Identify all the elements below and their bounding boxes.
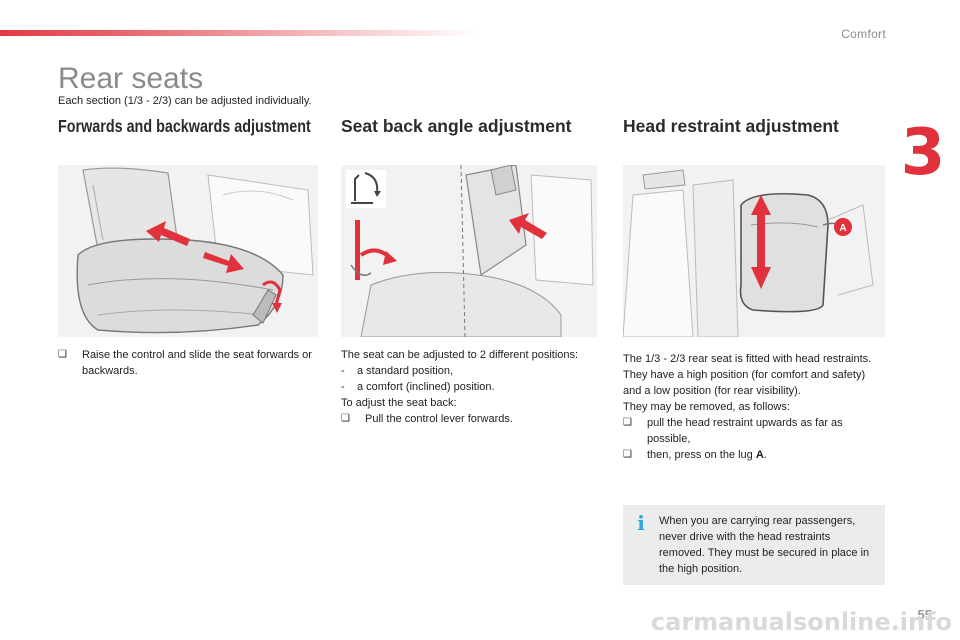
info-icon: i: [637, 511, 645, 535]
checkbox-bullet-icon: ❑: [623, 449, 632, 460]
info-box: i When you are carrying rear passengers,…: [623, 505, 885, 585]
page-intro: Each section (1/3 - 2/3) can be adjusted…: [58, 95, 312, 107]
info-text: When you are carrying rear passengers, n…: [659, 515, 870, 575]
slide-arrow-back-icon: [146, 221, 190, 246]
seat-back-tilt-arrow-icon: [509, 213, 547, 239]
head-restraint-line: They have a high position (for comfort a…: [623, 369, 866, 397]
slide-arrow-forward-icon: [203, 252, 244, 273]
illustration-seat-back: [341, 165, 597, 337]
instruction-bullet: ❑ then, press on the lug A.: [623, 449, 767, 461]
header-accent-bar: [0, 30, 480, 36]
column-seat-back-text: The seat can be adjusted to 2 different …: [341, 347, 597, 427]
instruction-bullet: ❑ Raise the control and slide the seat f…: [58, 349, 312, 377]
instruction-bullet: ❑ Pull the control lever forwards.: [341, 413, 513, 425]
heading-head-restraint: Head restraint adjustment: [623, 116, 839, 136]
heading-seat-back-angle: Seat back angle adjustment: [341, 116, 572, 136]
heading-forwards-backwards: Forwards and backwards adjustment: [58, 116, 311, 136]
seat-recline-pictogram-icon: [351, 172, 381, 204]
column-head-restraint-text: The 1/3 - 2/3 rear seat is fitted with h…: [623, 351, 885, 463]
seat-back-intro: The seat can be adjusted to 2 different …: [341, 349, 579, 361]
position-item: -a standard position,: [341, 365, 454, 377]
lug-a-marker-icon: A: [834, 218, 852, 236]
checkbox-bullet-icon: ❑: [623, 417, 632, 428]
checkbox-bullet-icon: ❑: [341, 413, 350, 424]
column-forwards-text: ❑ Raise the control and slide the seat f…: [58, 347, 318, 379]
position-item: -a comfort (inclined) position.: [341, 381, 495, 393]
illustration-head-restraint: A: [623, 165, 885, 337]
watermark: carmanualsonline.info: [650, 608, 952, 636]
head-restraint-line: The 1/3 - 2/3 rear seat is fitted with h…: [623, 353, 872, 365]
control-lever-arrow-icon: [350, 220, 397, 280]
section-label: Comfort: [841, 27, 886, 41]
chapter-number: 3: [900, 116, 946, 190]
head-restraint-line: They may be removed, as follows:: [623, 401, 790, 413]
page-number: 55: [917, 607, 932, 622]
instruction-bullet: ❑ pull the head restraint upwards as far…: [623, 417, 843, 445]
lug-label: A: [839, 223, 846, 234]
lug-reference: A: [755, 449, 764, 461]
head-restraint-updown-arrow-icon: [751, 195, 771, 289]
adjust-seat-back-label: To adjust the seat back:: [341, 397, 457, 409]
checkbox-bullet-icon: ❑: [58, 349, 67, 360]
illustration-seat-slide: [58, 165, 318, 337]
page-title: Rear seats: [58, 62, 204, 95]
